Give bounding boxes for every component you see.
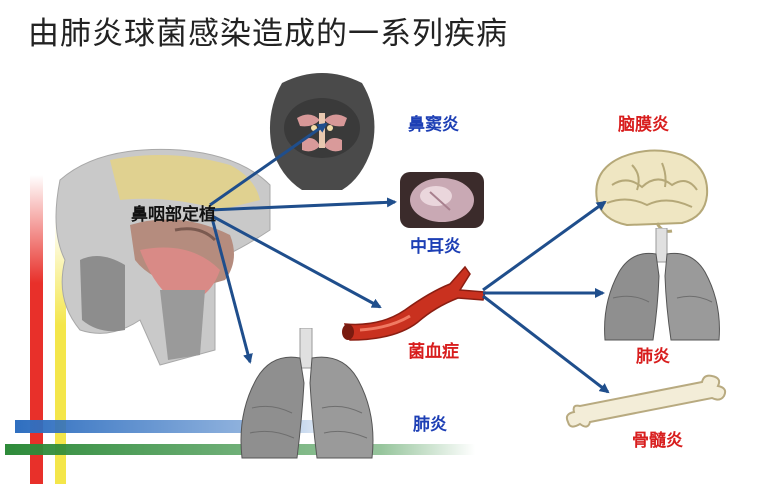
arrow-to-lungs	[210, 217, 253, 364]
arrow-to-sinus	[209, 122, 328, 207]
blood-vessel-icon	[342, 265, 486, 341]
red-bar	[30, 175, 43, 484]
lungs-icon	[240, 328, 374, 459]
page-title: 由肺炎球菌感染造成的一系列疾病	[28, 16, 508, 52]
green-bar	[5, 444, 475, 455]
arrow-to-ear	[209, 197, 397, 212]
arrow-to-vessel	[211, 214, 382, 309]
yellow-bar	[55, 220, 66, 484]
source-label: 鼻咽部定植	[131, 205, 216, 225]
head-section-icon	[55, 148, 271, 366]
label-otitis-media: 中耳炎	[410, 237, 461, 257]
lungs-right-icon	[604, 228, 720, 341]
label-pneumonia-left: 肺炎	[413, 415, 447, 435]
label-osteomyelitis: 骨髓炎	[632, 431, 683, 451]
label-pneumonia-right: 肺炎	[636, 347, 670, 367]
label-sinusitis: 鼻窦炎	[408, 115, 459, 135]
label-meningitis: 脑膜炎	[618, 115, 669, 135]
arrow-to-brain	[482, 200, 607, 292]
bone-icon	[565, 374, 727, 428]
brain-icon	[595, 149, 709, 233]
ear-drum-icon	[400, 172, 484, 228]
label-bacteremia: 菌血症	[408, 342, 459, 362]
arrow-to-bone	[482, 294, 610, 394]
